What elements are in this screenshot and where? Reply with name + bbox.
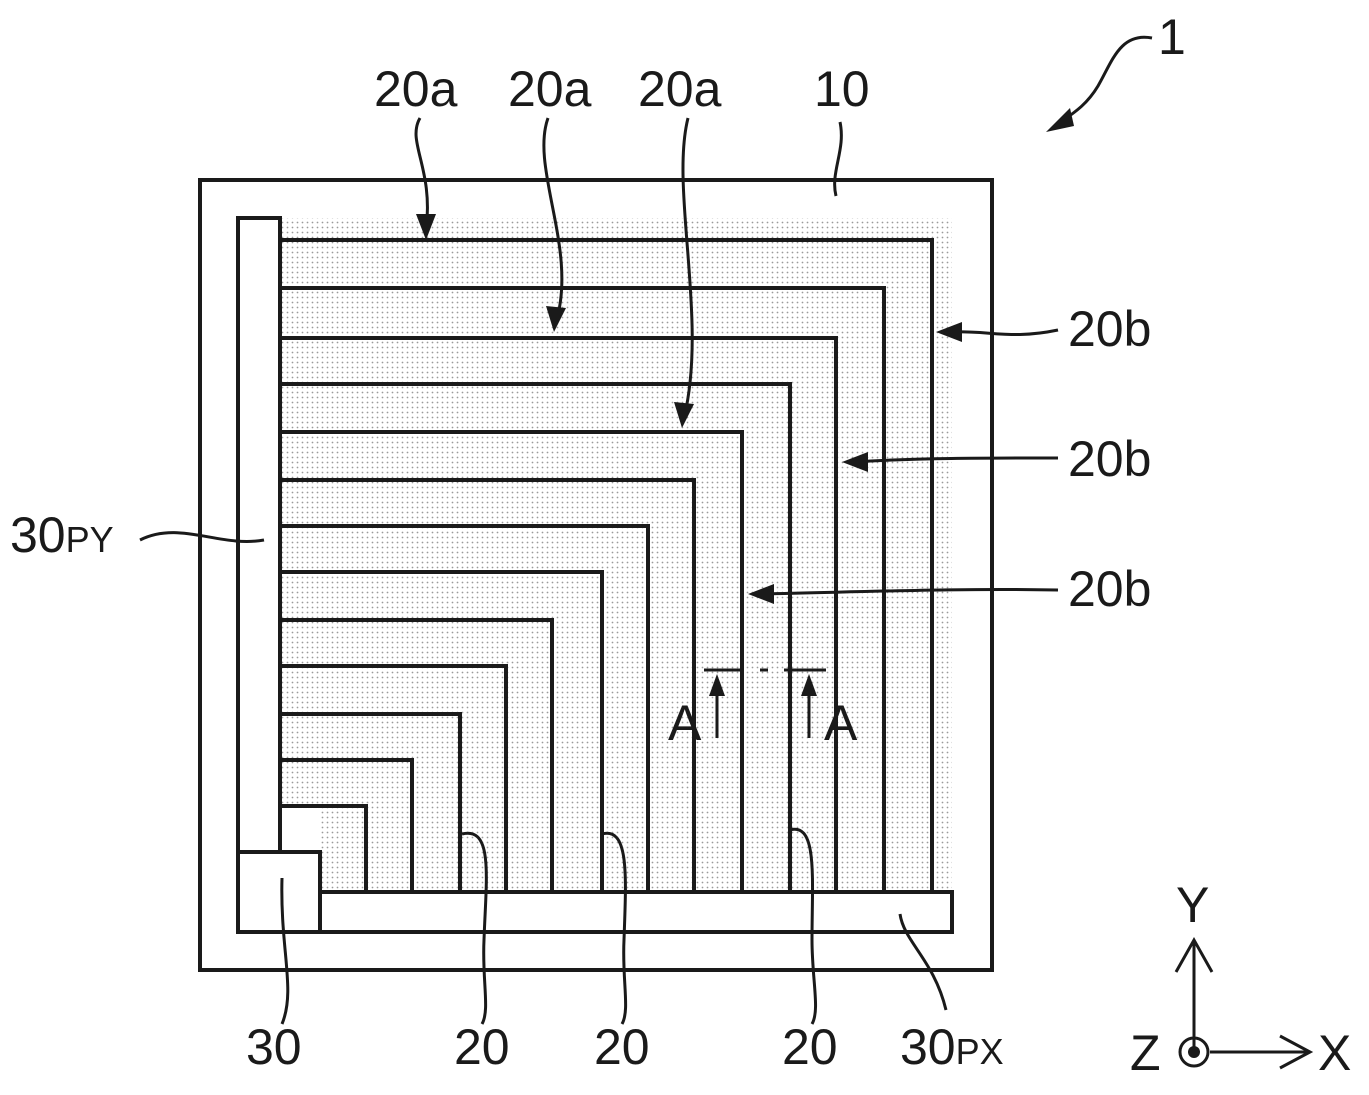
label-20a-3: 20a [638,61,722,117]
label-20b-2: 20b [1068,431,1151,487]
axis-y-arrowhead [1174,936,1214,973]
label-20b-3: 20b [1068,561,1151,617]
axis-x-arrowhead [1279,1034,1314,1070]
leader-30 [280,877,290,1025]
label-10: 10 [814,61,870,117]
arrowhead-20a-3 [674,402,694,428]
label-20b-1: 20b [1068,301,1151,357]
electrode-line-10 [280,664,508,892]
arrowhead-20b-3 [748,584,774,604]
label-20-3: 20 [782,1019,838,1075]
pad-corner-clear [282,806,320,850]
pad-bar-y [236,216,282,934]
electrode-line-11 [280,712,462,892]
axis-z-dot [1188,1046,1200,1058]
leader-10 [833,121,843,197]
electrode-line-7 [280,524,650,892]
label-section-a-right: A [824,695,858,751]
label-20a-2: 20a [508,61,592,117]
dotted-region [280,218,952,893]
section-arrow-left [709,674,725,696]
section-arrow-right [801,674,817,696]
leader-20-3 [789,827,818,1025]
electrode-line-1 [280,238,934,892]
axis-z-label: Z [1130,1025,1161,1081]
leader-20a-1 [414,117,429,231]
label-30py: 30PY [10,507,114,563]
substrate-frame [198,178,994,972]
leader-20-2 [601,831,628,1025]
leader-lines [139,35,1153,1025]
figure-number-label: 1 [1158,9,1186,65]
electrode-line-8 [280,570,604,892]
label-20-2: 20 [594,1019,650,1075]
pad-bar-x [278,890,954,934]
arrowhead-20a-1 [416,214,436,240]
label-20-1: 20 [454,1019,510,1075]
corner-pad [236,850,322,934]
leader-20b-2 [851,456,1059,464]
electrode-line-9 [280,618,554,892]
electrode-line-13 [280,804,368,892]
arrowhead-figure-1 [1046,108,1074,132]
electrode-line-3 [280,336,838,892]
electrode-line-4 [280,382,792,892]
axis-y-label: Y [1176,877,1209,933]
leader-20b-1 [945,328,1059,337]
leader-20b-3 [757,587,1059,596]
electrode-lines [280,238,934,892]
leader-20a-3 [681,117,694,419]
arrowhead-20b-2 [842,452,868,472]
axis-z-circle [1178,1036,1210,1068]
leader-30py [139,531,265,543]
leader-20a-2 [542,117,564,323]
electrode-line-2 [280,286,886,892]
leader-20-1 [461,831,488,1025]
axis-indicator: Y X Z [1130,877,1351,1081]
leader-30px [898,913,948,1011]
label-30px: 30PX [900,1019,1004,1075]
electrode-line-12 [280,758,414,892]
arrowhead-20b-1 [936,322,962,342]
label-section-a-left: A [668,695,702,751]
axis-x-label: X [1318,1025,1351,1081]
label-30: 30 [246,1019,302,1075]
electrode-line-5 [280,430,744,892]
label-20a-1: 20a [374,61,458,117]
leader-figure-1 [1057,35,1153,126]
arrowhead-20a-2 [546,306,566,332]
electrode-line-6 [280,478,696,892]
